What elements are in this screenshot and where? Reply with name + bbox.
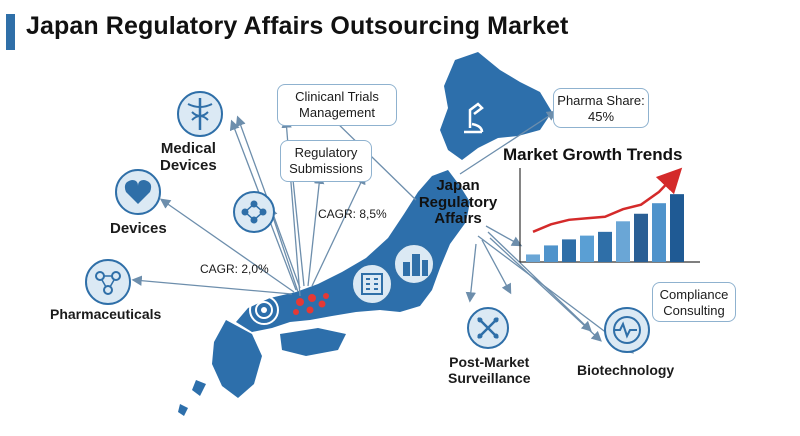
chart-bar-4 <box>580 235 594 262</box>
chart-bar-3 <box>562 239 576 262</box>
network-icon <box>233 191 275 233</box>
segment-biotechnology: Biotechnology <box>577 362 675 378</box>
chart-bar-5 <box>598 231 612 262</box>
molecule-icon <box>85 259 131 305</box>
heartbeat-icon <box>604 307 650 353</box>
segment-devices: Devices <box>110 220 167 237</box>
heart-icon <box>115 169 161 215</box>
chart-trend-line <box>532 167 683 233</box>
chart-bar-2 <box>544 245 558 262</box>
chart-bar-7 <box>634 213 648 262</box>
chart-bar-9 <box>670 194 684 262</box>
building-icon <box>351 263 393 305</box>
title-accent-bar <box>6 14 15 50</box>
page-title: Japan Regulatory Affairs Outsourcing Mar… <box>26 12 569 40</box>
segment-pharmaceuticals: Pharmaceuticals <box>50 306 162 322</box>
chart-title: Market Growth Trends <box>503 145 683 164</box>
chart-bar-8 <box>652 203 666 262</box>
cagr-upper-label: CAGR: 8,5% <box>318 207 387 221</box>
cagr-lower-label: CAGR: 2,0% <box>200 262 269 276</box>
chart-bar-6 <box>616 221 630 262</box>
callout-pharma-share: Pharma Share:45% <box>553 88 649 128</box>
city-icon <box>393 243 435 285</box>
medical-devices-icon <box>177 91 223 137</box>
dna-icon <box>467 307 509 349</box>
chart-bar-1 <box>526 254 540 262</box>
chart-bars <box>526 194 684 262</box>
connection-arrows <box>131 110 635 354</box>
target-icon <box>249 295 279 325</box>
hub-dots <box>293 293 329 315</box>
microscope-icon <box>464 102 484 134</box>
